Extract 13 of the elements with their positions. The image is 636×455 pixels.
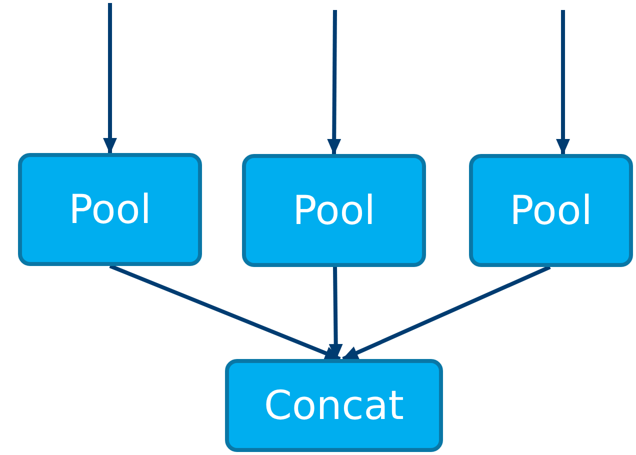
- process-box: [469, 154, 633, 267]
- arrow: [109, 264, 341, 361]
- arrow: [327, 10, 342, 155]
- arrow: [103, 3, 117, 154]
- box-label: Pool: [68, 190, 152, 230]
- process-box: [18, 153, 202, 266]
- box-label: Pool: [292, 190, 376, 230]
- box-label: Concat: [264, 386, 404, 426]
- arrow: [342, 265, 551, 361]
- arrow: [556, 10, 570, 155]
- box-label: Pool: [510, 190, 592, 230]
- process-box: [242, 154, 426, 267]
- process-box: [225, 359, 443, 452]
